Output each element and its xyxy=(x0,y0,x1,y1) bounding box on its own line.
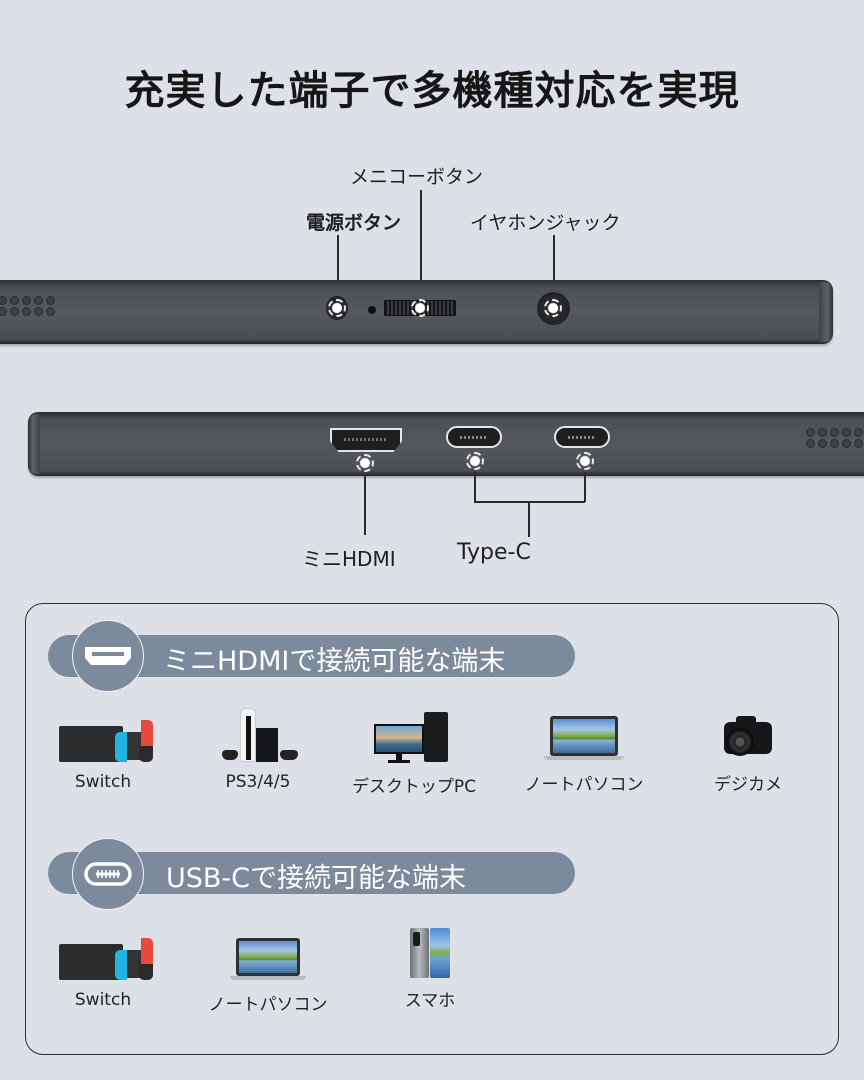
device-label: PS3/4/5 xyxy=(225,772,291,792)
monitor-bottom-edge xyxy=(28,412,864,476)
nintendo-switch-icon xyxy=(53,716,153,764)
mini-hdmi-label: ミニHDMI xyxy=(302,547,396,571)
device-laptop: ノートパソコン xyxy=(516,714,652,795)
speaker-grille-icon xyxy=(806,428,863,448)
device-desktop-pc: デスクトップPC xyxy=(346,712,482,797)
device-label: デスクトップPC xyxy=(351,777,477,797)
usb-c-port-1 xyxy=(446,426,502,448)
jack-leader-line xyxy=(553,235,555,295)
hdmi-section-heading: ミニHDMIで接続可能な端末 xyxy=(163,646,506,677)
compatibility-panel xyxy=(25,603,839,1055)
smartphone-icon xyxy=(408,928,452,978)
usb-c-1-marker-icon xyxy=(466,452,484,470)
power-button-label: 電源ボタン xyxy=(306,212,402,234)
mini-hdmi-marker-icon xyxy=(356,454,374,472)
usb-c-2-marker-icon xyxy=(576,452,594,470)
indicator-led-icon xyxy=(368,306,376,314)
hdmi-leader-line xyxy=(364,475,366,535)
device-label: デジカメ xyxy=(714,775,782,795)
laptop-icon xyxy=(544,714,624,762)
device-label: Switch xyxy=(74,772,132,792)
device-laptop: ノートパソコン xyxy=(200,936,336,1015)
device-label: スマホ xyxy=(404,991,456,1011)
usbc1-leader-line xyxy=(474,472,476,502)
menu-leader-line xyxy=(420,190,422,295)
device-label: ノートパソコン xyxy=(208,995,328,1015)
device-switch: Switch xyxy=(48,716,158,792)
device-playstation: PS3/4/5 xyxy=(206,708,310,792)
usbc-leader-line xyxy=(528,501,530,537)
laptop-icon xyxy=(230,936,306,982)
earphone-jack-marker-icon xyxy=(544,299,562,317)
power-leader-line xyxy=(337,235,339,295)
device-label: ノートパソコン xyxy=(524,775,644,795)
device-smartphone: スマホ xyxy=(386,928,474,1011)
earphone-jack-label: イヤホンジャック xyxy=(470,212,621,234)
page-title: 充実した端子で多機種対応を実現 xyxy=(124,68,740,114)
usbc-bracket-line xyxy=(474,501,585,503)
usb-c-port-2 xyxy=(554,426,610,448)
monitor-top-edge xyxy=(0,280,833,344)
camera-icon xyxy=(720,712,776,762)
usbc2-leader-line xyxy=(584,472,586,502)
speaker-grille-icon xyxy=(0,296,55,316)
hdmi-port-icon xyxy=(72,620,144,692)
device-switch: Switch xyxy=(48,934,158,1010)
menu-button-label: メニコーボタン xyxy=(350,166,484,188)
mini-hdmi-port xyxy=(330,428,402,452)
device-label: Switch xyxy=(74,990,132,1010)
type-c-label: Type-C xyxy=(457,540,531,565)
usbc-section-heading: USB-Cで接続可能な端末 xyxy=(166,863,467,894)
nintendo-switch-icon xyxy=(53,934,153,982)
device-camera: デジカメ xyxy=(700,712,796,795)
usb-c-port-icon xyxy=(72,838,144,910)
desktop-pc-icon xyxy=(374,712,454,764)
menu-button-marker-icon xyxy=(411,299,429,317)
playstation-icon xyxy=(208,708,308,764)
power-button-marker-icon xyxy=(328,299,346,317)
